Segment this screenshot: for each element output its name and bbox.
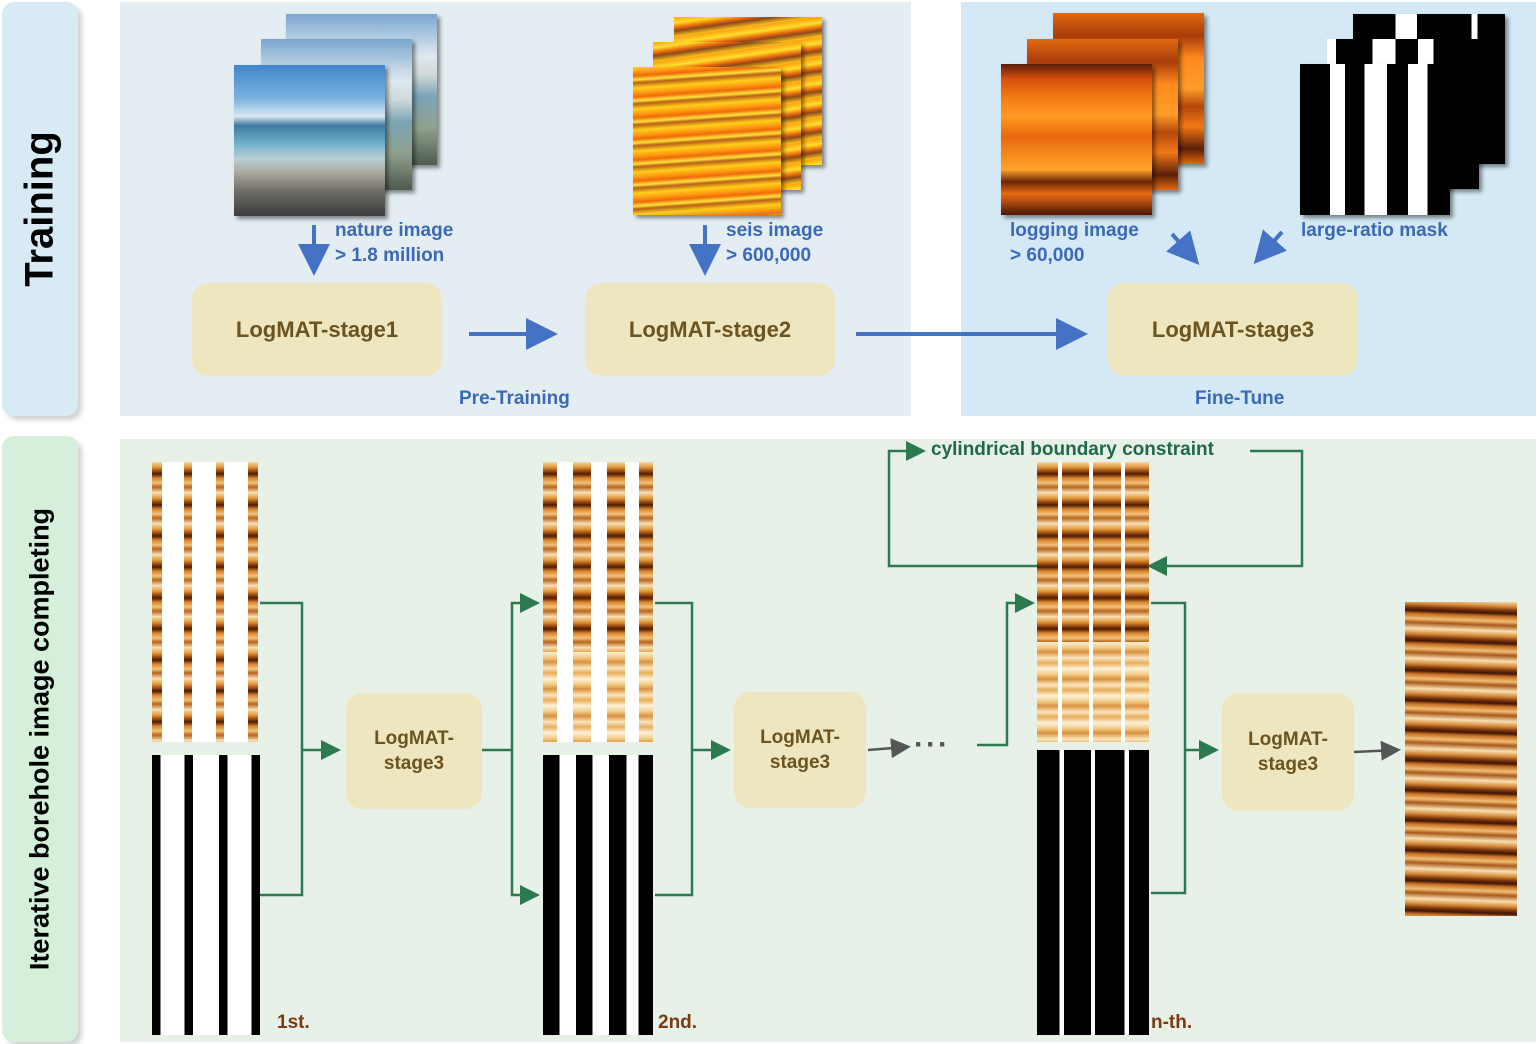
iterative-side-tab: Iterative borehole image completing	[2, 436, 78, 1042]
iter1-node-line1: LogMAT-	[374, 728, 454, 749]
arrow-noden-to-output	[1353, 740, 1401, 761]
iter2-node-line2: stage3	[769, 752, 831, 773]
iter2-gap-2	[591, 462, 607, 742]
itern-mask-connector	[1151, 750, 1187, 895]
iter2-mask-connector	[655, 750, 694, 897]
logging-image-label: logging image > 60,000	[1010, 218, 1139, 268]
arrow-node2-to-ellipsis	[867, 738, 911, 759]
itern-strip	[1037, 462, 1149, 642]
pretraining-caption: Pre-Training	[459, 388, 570, 409]
logging-image-1	[1001, 64, 1152, 215]
itern-strip-light	[1037, 642, 1149, 742]
iter1-image-connector	[260, 601, 304, 750]
iter2-node-line1: LogMAT-	[760, 727, 840, 748]
arrow-node1-to-iter2-image	[510, 593, 540, 750]
iter2-label: 2nd.	[658, 1012, 698, 1033]
logging-image-label-line2: > 60,000	[1010, 245, 1085, 266]
iter1-borehole-image	[152, 462, 258, 742]
itern-gap-1	[1058, 462, 1062, 742]
iter1-gap-1	[162, 462, 184, 742]
finetune-caption: Fine-Tune	[1195, 388, 1285, 409]
constraint-loop-right	[1147, 449, 1304, 576]
mask-label: large-ratio mask	[1301, 220, 1448, 241]
iter2-gap-1	[557, 462, 573, 742]
iter2-image-connector	[655, 601, 694, 750]
itern-borehole-image	[1037, 462, 1149, 742]
iter1-node-line2: stage3	[383, 753, 445, 774]
ellipsis: ···	[914, 728, 950, 761]
itern-gap-2	[1089, 462, 1093, 742]
logmat-stage2-node: LogMAT-stage2	[585, 283, 835, 376]
itern-image-connector	[1151, 601, 1187, 750]
iter1-label: 1st.	[277, 1012, 310, 1033]
logging-image-label-line1: logging image	[1010, 220, 1139, 241]
iter1-mask-connector	[260, 750, 304, 897]
itern-node-line1: LogMAT-	[1248, 729, 1328, 750]
iter2-logmat-node: LogMAT- stage3	[734, 692, 866, 808]
logmat-stage3-node: LogMAT-stage3	[1108, 283, 1358, 376]
iter1-logmat-node: LogMAT- stage3	[346, 693, 482, 809]
seis-image-label-line1: seis image	[726, 220, 824, 241]
mask-image-1	[1300, 64, 1450, 215]
seis-image-label: seis image > 600,000	[726, 218, 823, 268]
iter2-mask-image	[543, 755, 653, 1035]
training-side-tab: Training	[2, 2, 78, 416]
itern-label: n-th.	[1151, 1012, 1193, 1033]
iter1-gap-3	[224, 462, 248, 742]
nature-image-1	[234, 65, 385, 216]
constraint-loop-left	[887, 441, 1037, 568]
arrow-node1-to-iter2-mask	[510, 750, 540, 905]
seis-image-1	[633, 67, 781, 215]
itern-logmat-node: LogMAT- stage3	[1222, 693, 1354, 811]
iter2-gap-3	[625, 462, 639, 742]
arrow-to-itern-image	[977, 593, 1035, 747]
arrow-mask-to-stage3	[1253, 229, 1287, 264]
iter2-borehole-image	[543, 462, 653, 742]
itern-node-line2: stage3	[1257, 754, 1319, 775]
itern-gap-3	[1121, 462, 1125, 742]
arrow-logging-to-stage3	[1166, 230, 1200, 266]
itern-mask-image	[1037, 750, 1149, 1035]
completed-borehole-image	[1405, 602, 1517, 916]
nature-image-label-line2: > 1.8 million	[335, 245, 445, 266]
iter1-gap-2	[192, 462, 216, 742]
nature-image-label-line1: nature image	[335, 220, 454, 241]
logmat-stage1-node: LogMAT-stage1	[192, 283, 442, 376]
seis-image-label-line2: > 600,000	[726, 245, 812, 266]
iter1-mask-image	[152, 755, 260, 1035]
nature-image-label: nature image > 1.8 million	[335, 218, 453, 268]
cylindrical-constraint-label: cylindrical boundary constraint	[931, 439, 1214, 460]
